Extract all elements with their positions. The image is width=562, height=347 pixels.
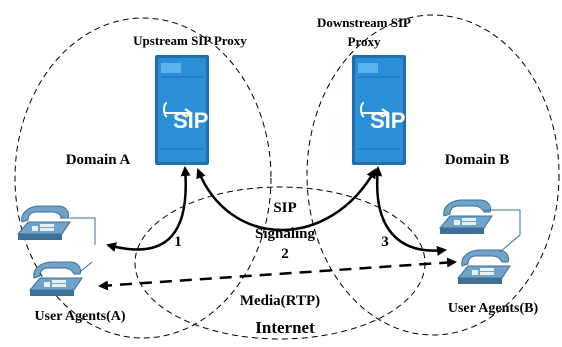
media-rtp-arrow [98, 257, 457, 291]
signaling-arrow-1 [106, 166, 191, 252]
ip-phone-icon [457, 249, 511, 285]
svg-text:SIP: SIP [173, 108, 208, 133]
svg-text:SIP: SIP [370, 108, 405, 133]
step-3-label: 3 [381, 234, 389, 250]
step-2-label: 2 [281, 246, 289, 262]
downstream-proxy-label-line1: Downstream SIP [317, 15, 411, 30]
phone-cable-a-2 [79, 261, 93, 273]
sip-signaling-label-line1: SIP [273, 200, 296, 216]
domain-b-boundary [306, 14, 560, 336]
user-agents-b-label: User Agents(B) [448, 301, 539, 316]
media-rtp-label: Media(RTP) [240, 293, 320, 309]
upstream-sip-server-icon: SIP [154, 54, 210, 166]
sip-signaling-label-line2: Signaling [255, 226, 316, 242]
ip-phone-icon [29, 261, 83, 297]
internet-label: Internet [255, 318, 315, 337]
phone-cable-b [485, 209, 521, 253]
downstream-proxy-label-line2: Proxy [348, 34, 381, 49]
ip-phone-icon [17, 205, 71, 241]
ip-phone-icon [439, 199, 493, 235]
signaling-arrow-3 [372, 166, 447, 256]
downstream-sip-server-icon: SIP [351, 54, 407, 166]
upstream-proxy-label: Upstream SIP Proxy [133, 33, 247, 48]
phone-cable-a [60, 217, 96, 245]
signaling-arrow-2 [196, 168, 377, 232]
user-agents-a-label: User Agents(A) [34, 309, 125, 324]
domain-b-label: Domain B [445, 152, 510, 168]
domain-a-label: Domain A [66, 152, 131, 168]
step-1-label: 1 [174, 234, 182, 250]
